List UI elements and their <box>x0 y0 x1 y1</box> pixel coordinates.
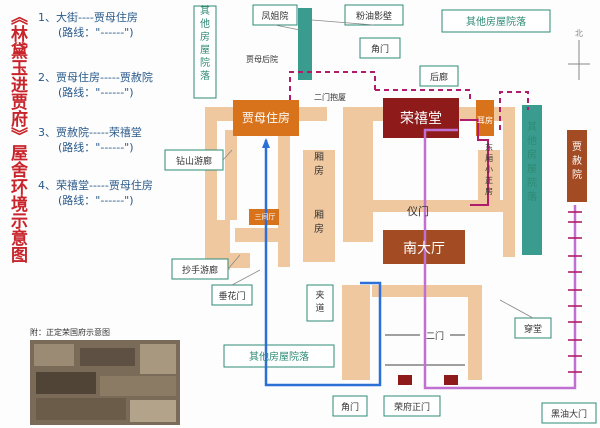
route-2-path <box>289 71 529 130</box>
route-4-path <box>460 119 489 206</box>
leader-lines <box>222 19 534 319</box>
route-legend-3: 3、贾赦院-----荣禧堂 (路线："------") <box>38 125 198 155</box>
santing-label: 三间厅 <box>255 213 276 221</box>
route-1-path <box>264 140 382 387</box>
other-left-label: 其他房屋院落 <box>200 5 210 82</box>
route-1-line: (路线："------") <box>58 26 134 39</box>
heiyou-label: 黑油大门 <box>551 408 587 420</box>
other-bottom-label: 其他房屋院落 <box>249 350 309 363</box>
route-3-path <box>423 128 577 390</box>
jiamu-building <box>233 100 299 136</box>
santing-building <box>249 209 279 225</box>
route-1-title: 1、大街----贾母住房 <box>38 11 138 24</box>
route-legend-2: 2、贾母住房-----贾赦院 (路线："------") <box>38 70 198 100</box>
ertai-building <box>476 100 494 136</box>
shoushou-label: 抄手游廊 <box>182 264 218 276</box>
ermen-passage-label: 二门抱厦 <box>314 92 346 102</box>
rongxi-label: 荣禧堂 <box>400 111 442 127</box>
ermen-label: 二门 <box>426 330 444 342</box>
route-2-title: 2、贾母住房-----贾赦院 <box>38 71 153 84</box>
zuanshan-label: 钻山游廊 <box>176 155 212 167</box>
jiamu-back-label: 贾母后院 <box>246 54 278 64</box>
gate-pillar-left <box>398 375 412 385</box>
dongxiang-label: 东厢小正房 <box>485 142 493 196</box>
jiaomen-top-label: 角门 <box>371 43 389 55</box>
route-4-line: (路线："------") <box>58 194 134 207</box>
page-title: 《林黛玉进贾府》屋舍环境示意图 <box>7 8 27 263</box>
chuantang-label: 穿堂 <box>524 323 542 335</box>
jiamu-label: 贾母住房 <box>242 110 290 125</box>
courtyard-walls <box>205 107 515 380</box>
north-label: 北 <box>575 29 583 38</box>
nandating-label: 南大厅 <box>403 241 445 257</box>
location-label-boxes <box>164 4 597 424</box>
jiashe-dashes <box>568 211 582 373</box>
xiangfang-2-label: 厢房 <box>314 209 324 235</box>
other-top-label: 其他房屋院落 <box>466 15 526 28</box>
fenyou-label: 粉油影壁 <box>356 10 392 22</box>
route-4-title: 4、荣禧堂-----贾母住房 <box>38 179 153 192</box>
teal-blocks <box>298 8 542 255</box>
other-buildings-labels <box>193 5 551 368</box>
jiadao-label: 夹道 <box>315 289 324 314</box>
yimen-label: 仪门 <box>407 204 429 218</box>
ertai-label: 耳房 <box>477 115 493 125</box>
rongfu-gate-label: 荣府正门 <box>394 401 430 413</box>
xiangfang-1-label: 厢房 <box>314 151 324 177</box>
route-1-arrow <box>262 138 270 148</box>
other-right-label: 其他房屋院落 <box>527 121 537 203</box>
jiaomen-bottom-label: 角门 <box>341 401 359 413</box>
chuihua-label: 垂花门 <box>218 290 245 302</box>
route-3-title: 3、贾赦院-----荣禧堂 <box>38 126 142 139</box>
gate-pillar-right <box>444 375 458 385</box>
houlang-label: 后廊 <box>430 71 448 83</box>
fenghuang-label: 凤姐院 <box>261 10 288 22</box>
rongxi-building <box>383 98 459 138</box>
compass <box>568 40 590 80</box>
route-3-line: (路线："------") <box>58 141 134 154</box>
jiashe-building <box>567 130 587 202</box>
inset-map-image <box>30 340 180 425</box>
route-2-line: (路线："------") <box>58 86 134 99</box>
route-legend-4: 4、荣禧堂-----贾母住房 (路线："------") <box>38 178 198 208</box>
inset-caption: 附：正定荣国府示意图 <box>30 328 110 337</box>
jiashe-label: 贾赦院 <box>572 141 582 181</box>
route-legend-1: 1、大街----贾母住房 (路线："------") <box>38 10 198 40</box>
